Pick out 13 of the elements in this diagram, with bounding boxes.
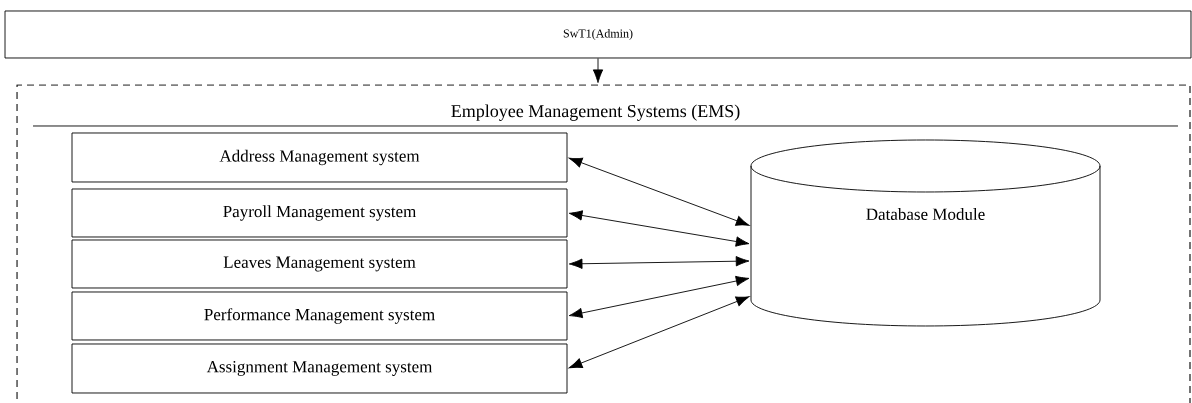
arrow xyxy=(568,210,750,247)
process-box: Address Management system xyxy=(71,132,568,183)
arrow xyxy=(592,58,604,83)
process-box: SwT1(Admin) xyxy=(4,10,1192,59)
process-box: Payroll Management system xyxy=(71,188,568,238)
process-box: Leaves Management system xyxy=(71,239,568,289)
arrow xyxy=(568,157,750,226)
arrow xyxy=(568,275,750,319)
arrow xyxy=(568,296,750,369)
process-box: Assignment Management system xyxy=(71,343,568,394)
arrow xyxy=(568,256,750,269)
database-cylinder: Database Module xyxy=(750,139,1101,327)
process-box: Performance Management system xyxy=(71,291,568,341)
